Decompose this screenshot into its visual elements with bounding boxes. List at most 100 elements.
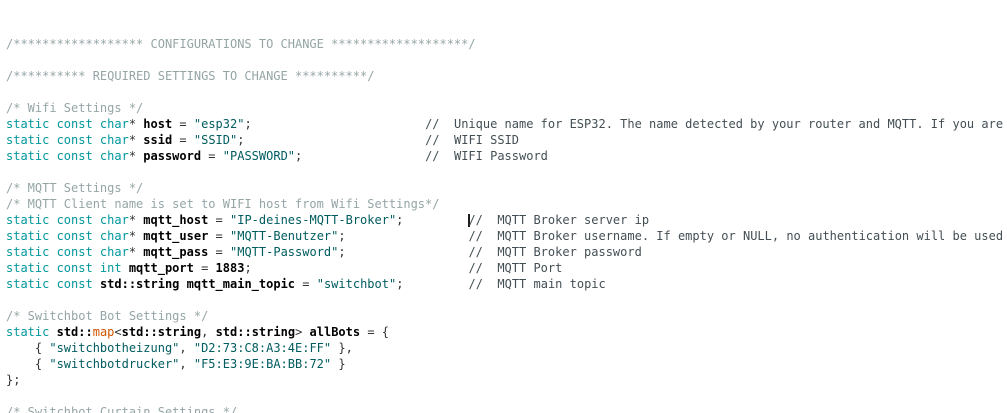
token-plain: ;	[244, 261, 252, 275]
token-identifier: std::string	[99, 277, 180, 291]
token-string: "switchbotheizung"	[49, 341, 180, 355]
token-plain: =	[193, 261, 216, 275]
token-keyword: static const int	[6, 261, 122, 275]
token-string: "MQTT-Benutzer"	[230, 229, 339, 243]
token-plain: =	[208, 229, 230, 243]
token-plain: ,	[201, 325, 216, 339]
token-plain: ;	[237, 133, 245, 147]
token-keyword: static const char	[6, 149, 129, 163]
token-plain: *	[128, 149, 144, 163]
code-line: static const char* mqtt_user = "MQTT-Ben…	[6, 228, 1007, 244]
token-identifier: password	[143, 149, 202, 163]
token-identifier: mqtt_port	[128, 261, 194, 275]
token-plain: ,	[179, 341, 194, 355]
code-line: /* Wifi Settings */	[6, 100, 1007, 116]
token-plain: =	[172, 117, 194, 131]
token-plain	[122, 261, 129, 275]
token-identifier: 1883	[215, 261, 245, 275]
token-plain: =	[295, 277, 317, 291]
token-function: map	[92, 325, 115, 339]
token-keyword: static const char	[6, 133, 129, 147]
code-line: /* MQTT Settings */	[6, 180, 1007, 196]
code-line	[6, 292, 1007, 308]
token-plain: *	[128, 229, 144, 243]
code-line: static const char* mqtt_host = "IP-deine…	[6, 212, 1007, 228]
token-line-comment: // Unique name for ESP32. The name detec…	[425, 117, 1007, 131]
code-line	[6, 52, 1007, 68]
token-plain: ;	[338, 229, 346, 243]
code-line: /****************** CONFIGURATIONS TO CH…	[6, 36, 1007, 52]
token-identifier: host	[143, 117, 173, 131]
token-plain	[93, 277, 100, 291]
token-plain: =	[208, 213, 230, 227]
code-line: static const std::string mqtt_main_topic…	[6, 276, 1007, 292]
token-identifier: std::	[56, 325, 93, 339]
token-block-comment: /* Switchbot Curtain Settings */	[6, 405, 238, 413]
token-identifier: mqtt_main_topic	[186, 277, 296, 291]
token-plain	[244, 133, 425, 147]
token-plain	[179, 277, 186, 291]
token-line-comment: // MQTT Port	[468, 261, 563, 275]
token-plain: *	[128, 133, 144, 147]
token-plain: ;	[295, 149, 303, 163]
token-string: "IP-deines-MQTT-Broker"	[230, 213, 397, 227]
code-line: static const char* ssid = "SSID"; // WIF…	[6, 132, 1007, 148]
code-line: { "switchbotdrucker", "F5:E3:9E:BA:BB:72…	[6, 356, 1007, 372]
token-plain: {	[6, 341, 50, 355]
token-line-comment: // WIFI Password	[425, 149, 548, 163]
token-identifier: mqtt_user	[143, 229, 209, 243]
token-plain: }	[331, 357, 346, 371]
token-identifier: mqtt_host	[143, 213, 209, 227]
token-block-comment: /********** REQUIRED SETTINGS TO CHANGE …	[6, 69, 375, 83]
code-line: };	[6, 372, 1007, 388]
code-line: static const char* mqtt_pass = "MQTT-Pas…	[6, 244, 1007, 260]
token-plain	[346, 229, 469, 243]
token-plain: *	[128, 117, 144, 131]
token-plain: = {	[360, 325, 389, 339]
token-identifier: ssid	[143, 133, 173, 147]
token-string: "D2:73:C8:A3:4E:FF"	[193, 341, 332, 355]
token-plain: =	[208, 245, 230, 259]
code-line: static const char* host = "esp32"; // Un…	[6, 116, 1007, 132]
token-string: "switchbot"	[316, 277, 397, 291]
token-identifier: std::string	[121, 325, 202, 339]
token-string: "MQTT-Password"	[230, 245, 339, 259]
token-block-comment: /* MQTT Client name is set to WIFI host …	[6, 197, 440, 211]
token-plain: ;	[244, 117, 252, 131]
token-plain: ;	[396, 213, 404, 227]
token-line-comment: // MQTT main topic	[468, 277, 606, 291]
code-line: { "switchbotheizung", "D2:73:C8:A3:4E:FF…	[6, 340, 1007, 356]
token-plain: {	[6, 357, 50, 371]
token-line-comment: // MQTT Broker server ip	[468, 213, 650, 227]
token-keyword: static	[6, 325, 50, 339]
code-line: /* Switchbot Curtain Settings */	[6, 404, 1007, 413]
code-line: /********** REQUIRED SETTINGS TO CHANGE …	[6, 68, 1007, 84]
token-string: "PASSWORD"	[222, 149, 296, 163]
token-plain	[252, 261, 469, 275]
token-plain: };	[6, 373, 21, 387]
token-keyword: static const char	[6, 229, 129, 243]
token-string: "SSID"	[193, 133, 238, 147]
token-keyword: static const char	[6, 245, 129, 259]
token-plain	[403, 213, 468, 227]
token-identifier: allBots	[309, 325, 361, 339]
token-plain: =	[201, 149, 223, 163]
token-plain: ;	[396, 277, 404, 291]
code-line: /* MQTT Client name is set to WIFI host …	[6, 196, 1007, 212]
token-plain	[252, 117, 425, 131]
code-line	[6, 84, 1007, 100]
token-plain: <	[114, 325, 122, 339]
token-string: "esp32"	[193, 117, 245, 131]
code-line: /* Switchbot Bot Settings */	[6, 308, 1007, 324]
token-plain: *	[128, 245, 144, 259]
token-plain	[346, 245, 469, 259]
code-line: static const char* password = "PASSWORD"…	[6, 148, 1007, 164]
token-plain: },	[331, 341, 353, 355]
token-keyword: static const	[6, 277, 93, 291]
token-string: "F5:E3:9E:BA:BB:72"	[193, 357, 332, 371]
token-plain: >	[295, 325, 310, 339]
code-lines-container: /****************** CONFIGURATIONS TO CH…	[6, 36, 1007, 413]
token-block-comment: /* MQTT Settings */	[6, 181, 144, 195]
code-line: static const int mqtt_port = 1883; // MQ…	[6, 260, 1007, 276]
